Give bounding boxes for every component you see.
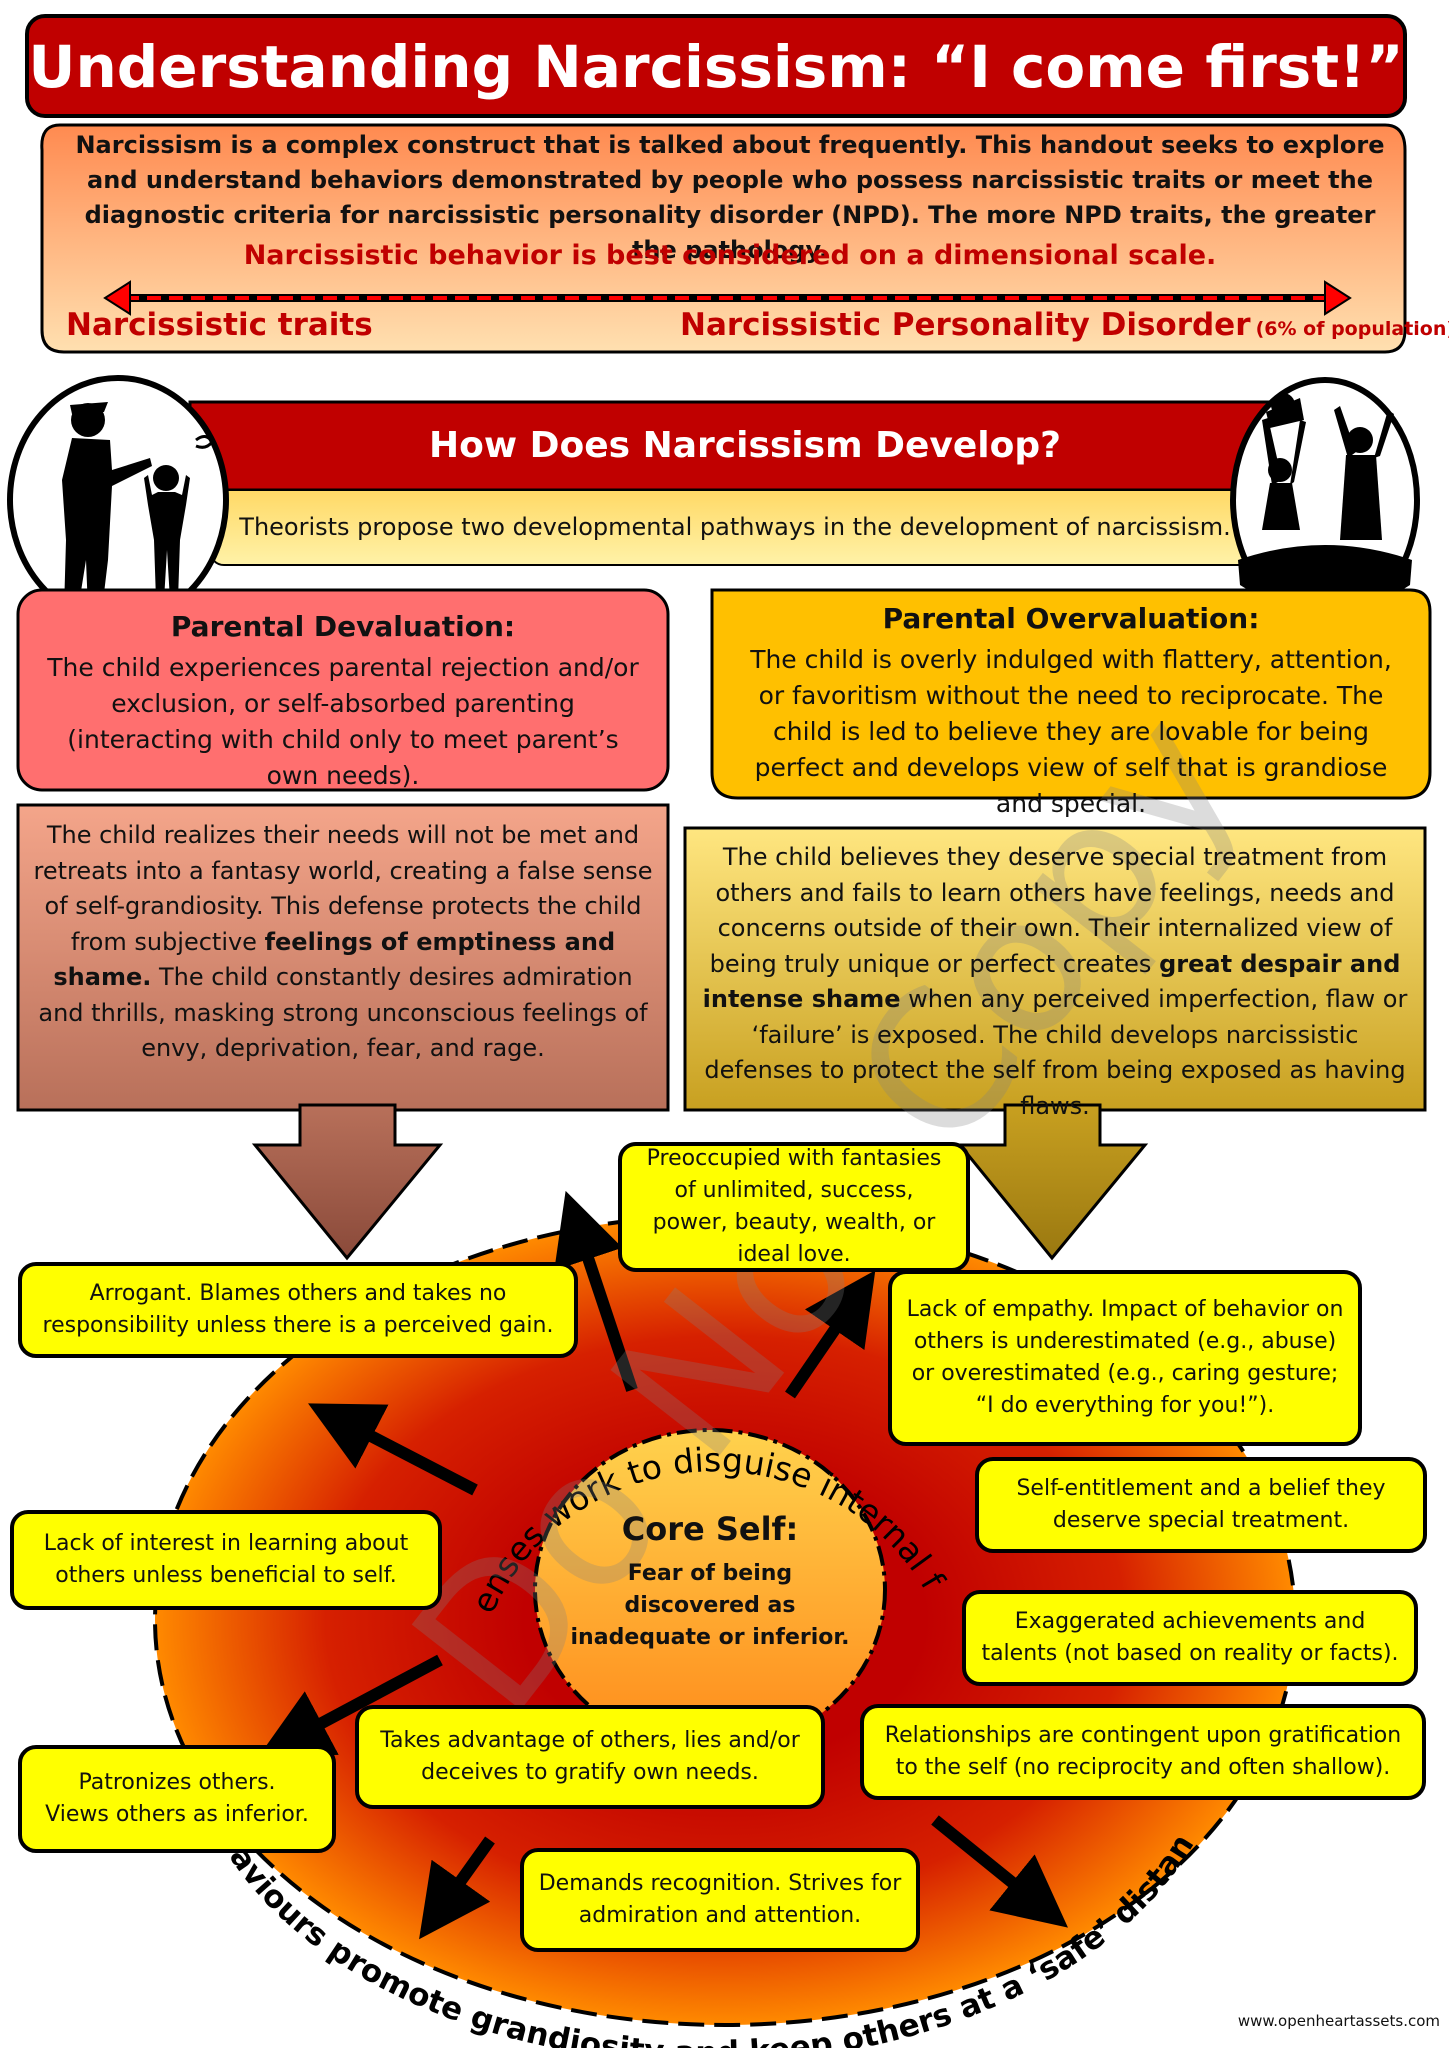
devaluation-outcome-part-b: The child constantly desires admiration … bbox=[38, 963, 648, 1062]
scale-statement: Narcissistic behavior is best considered… bbox=[243, 240, 1217, 271]
page-title: Understanding Narcissism: “I come first!… bbox=[28, 33, 1404, 101]
title-banner bbox=[25, 14, 1407, 118]
overvaluation-outcome-bold: great despair and intense shame bbox=[702, 949, 1401, 1014]
overvaluation-box bbox=[710, 588, 1432, 800]
behavior-entitlement: Self-entitlement and a belief they deser… bbox=[975, 1457, 1427, 1553]
develop-subtext: Theorists propose two developmental path… bbox=[239, 513, 1231, 541]
overvaluation-title: Parental Overvaluation: bbox=[882, 602, 1260, 635]
behavior-advantage: Takes advantage of others, lies and/or d… bbox=[355, 1705, 825, 1809]
overvaluation-down-arrow bbox=[956, 1103, 1149, 1261]
scale-right-label-group: Narcissistic Personality Disorder (6% of… bbox=[680, 307, 1449, 343]
devaluation-down-arrow bbox=[251, 1103, 444, 1261]
devaluation-box bbox=[16, 588, 670, 792]
behavior-relationships: Relationships are contingent upon gratif… bbox=[860, 1704, 1426, 1800]
devaluation-outcome-part-a: The child realizes their needs will not … bbox=[33, 821, 653, 956]
scale-arrow bbox=[103, 280, 1352, 316]
devaluation-outcome-text: The child realizes their needs will not … bbox=[30, 818, 656, 1067]
behavior-empathy: Lack of empathy. Impact of behavior on o… bbox=[888, 1270, 1362, 1446]
scale-right-label: Narcissistic Personality Disorder bbox=[680, 307, 1251, 343]
devaluation-text: The child experiences parental rejection… bbox=[47, 653, 639, 790]
behavior-patronizes-line-2: Views others as inferior. bbox=[45, 1802, 309, 1827]
devaluation-outcome-bold: feelings of emptiness and shame. bbox=[53, 927, 616, 992]
devaluation-title: Parental Devaluation: bbox=[170, 610, 516, 643]
behavior-patronizes: Patronizes others. Views others as infer… bbox=[18, 1745, 336, 1853]
core-self-text: Fear of being discovered as inadequate o… bbox=[570, 1561, 850, 1650]
devaluation-outcome-box bbox=[16, 803, 670, 1112]
overvaluation-outcome-text: The child believes they deserve special … bbox=[700, 840, 1410, 1124]
behavior-patronizes-line-1: Patronizes others. bbox=[78, 1770, 276, 1795]
intro-text: Narcissism is a complex construct that i… bbox=[75, 131, 1385, 264]
develop-heading: How Does Narcissism Develop? bbox=[428, 425, 1062, 466]
behavior-exaggerated: Exaggerated achievements and talents (no… bbox=[962, 1590, 1418, 1686]
overvaluation-outcome-part-a: The child believes they deserve special … bbox=[709, 843, 1395, 978]
overvaluation-outcome-part-b: when any perceived imperfection, flaw or… bbox=[704, 985, 1408, 1120]
scale-right-note: (6% of population) bbox=[1255, 318, 1449, 340]
footer-url[interactable]: www.openheartassets.com bbox=[1237, 2012, 1440, 2030]
overvaluation-outcome-box bbox=[683, 826, 1427, 1112]
behavior-arrogant: Arrogant. Blames others and takes no res… bbox=[18, 1262, 578, 1358]
behavior-interest: Lack of interest in learning about other… bbox=[10, 1510, 442, 1610]
radiating-arrows bbox=[258, 1190, 1068, 1940]
behavior-recognition: Demands recognition. Strives for admirat… bbox=[520, 1848, 920, 1952]
core-self-title: Core Self: bbox=[621, 1510, 799, 1548]
scale-left-label: Narcissistic traits bbox=[66, 307, 373, 343]
develop-banner bbox=[188, 400, 1302, 492]
scolding-parent-illustration bbox=[7, 375, 229, 625]
behavior-fantasies: Preoccupied with fantasies of unlimited,… bbox=[618, 1142, 970, 1272]
overvaluation-text: The child is overly indulged with flatte… bbox=[750, 645, 1392, 818]
